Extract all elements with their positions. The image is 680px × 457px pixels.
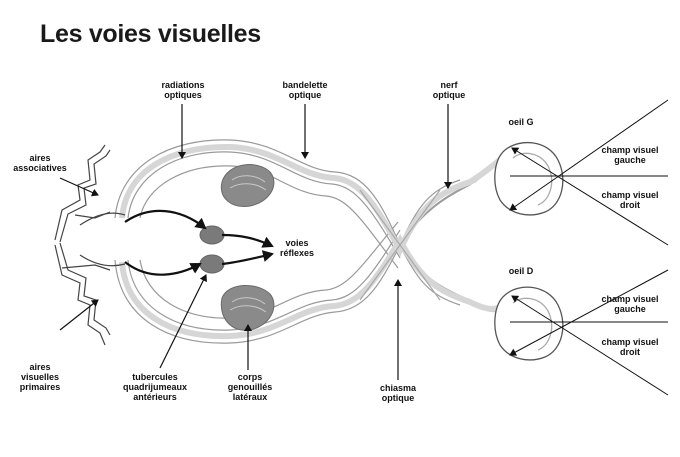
- label-aires-associatives: aires associatives: [5, 153, 75, 173]
- page-title: Les voies visuelles: [40, 20, 261, 49]
- label-champ-visuel-gauche-d: champ visuel gauche: [590, 294, 670, 314]
- label-aires-visuelles-primaires: aires visuelles primaires: [5, 362, 75, 392]
- eye-right: [495, 287, 563, 360]
- label-oeil-g: oeil G: [496, 117, 546, 127]
- superior-colliculi: [200, 226, 224, 273]
- label-radiations-optiques: radiations optiques: [153, 80, 213, 100]
- label-tubercules-quadrijumeaux: tubercules quadrijumeaux antérieurs: [115, 372, 195, 402]
- label-chiasma-optique: chiasma optique: [368, 383, 428, 403]
- cortex-outline: [55, 145, 125, 345]
- label-champ-visuel-gauche-g: champ visuel gauche: [590, 145, 670, 165]
- label-champ-visuel-droit-d: champ visuel droit: [590, 337, 670, 357]
- label-oeil-d: oeil D: [496, 266, 546, 276]
- label-bandelette-optique: bandelette optique: [275, 80, 335, 100]
- eye-left: [495, 143, 563, 215]
- chiasma-crossing: [360, 190, 440, 300]
- label-nerf-optique: nerf optique: [424, 80, 474, 100]
- label-champ-visuel-droit-g: champ visuel droit: [590, 190, 670, 210]
- label-corps-genouilles: corps genouillés latéraux: [215, 372, 285, 402]
- label-voies-reflexes: voies réflexes: [272, 238, 322, 258]
- reflex-arrows: [125, 211, 272, 275]
